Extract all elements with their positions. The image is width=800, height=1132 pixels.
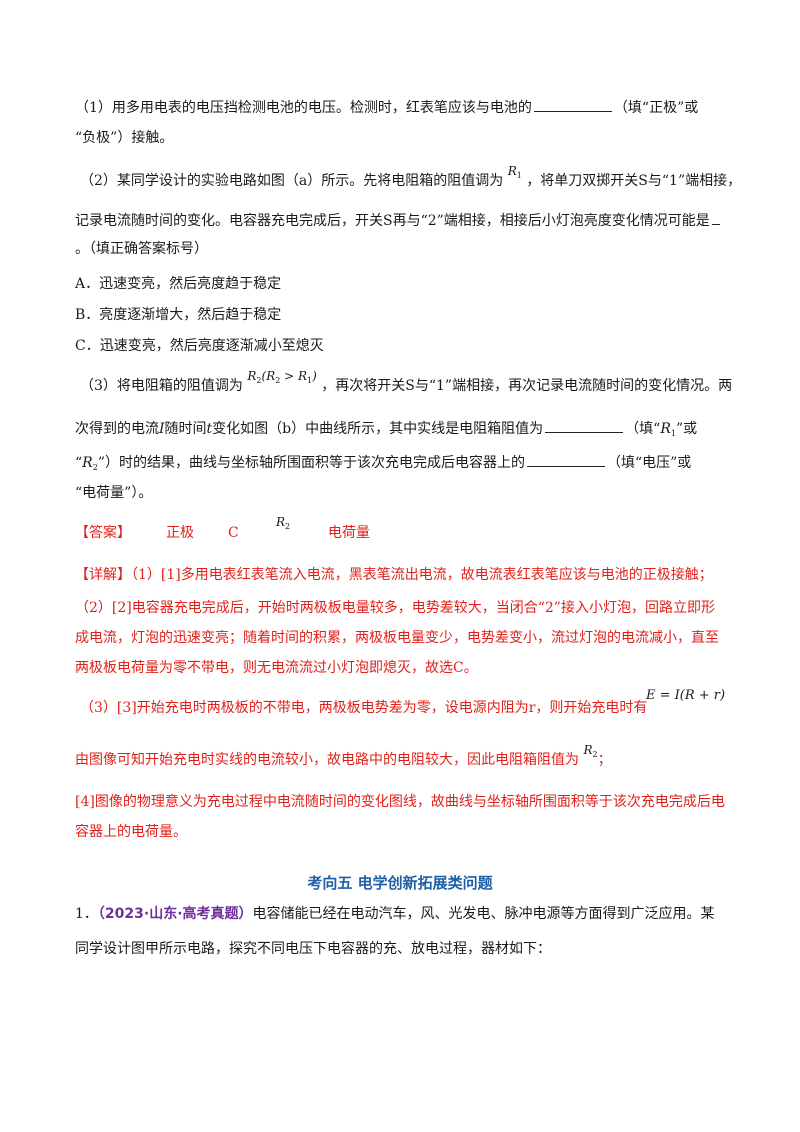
answer-blank[interactable] <box>526 452 605 467</box>
detail-line6: 由图像可知开始充电时实线的电流较小，故电路中的电阻较大，因此电阻箱阻值为 R2； <box>75 743 612 768</box>
next-question-line2: 同学设计图甲所示电路，探究不同电压下电容器的充、放电过程，器材如下： <box>75 941 551 957</box>
answer-3-formula: R2 <box>276 515 291 531</box>
next-question-line1: 1．（2023·山东·高考真题）电容储能已经在电动汽车，风、光发电、脉冲电源等方… <box>75 906 715 922</box>
q3-line3: “R2”）时的结果，曲线与坐标轴所围面积等于该次充电完成后电容器上的（填“电压”… <box>75 452 691 478</box>
answer-1: 正极 <box>166 525 194 541</box>
source-tag: （2023·山东·高考真题） <box>97 906 253 922</box>
detail-line7: [4]图像的物理意义为充电过程中电流随时间的变化图线，故曲线与坐标轴所围面积等于… <box>75 794 725 810</box>
answer-blank[interactable] <box>545 418 624 433</box>
q2-line1: （2）某同学设计的实验电路如图（a）所示。先将电阻箱的阻值调为 R1 ，将单刀双… <box>80 164 742 189</box>
detail-line3: 成电流，灯泡的迅速变亮；随着时间的积累，两极板电量变少，电势差变小，流过灯泡的电… <box>75 630 719 646</box>
formula-emf: E = I(R + r) <box>646 688 726 703</box>
detail-line2: （2）[2]电容器充电完成后，开始时两极板电量较多，电势差较大，当闭合“2”接入… <box>75 600 715 616</box>
answer-blank[interactable] <box>711 210 720 225</box>
q3-line1: （3）将电阻箱的阻值调为 R2(R2 > R1) ，再次将开关S与“1”端相接，… <box>80 369 733 394</box>
q2-line3: 。（填正确答案标号） <box>75 241 208 257</box>
answer-label: 【答案】 <box>75 525 131 541</box>
answer-2: C <box>228 525 239 541</box>
section-heading: 考向五 电学创新拓展类问题 <box>307 874 493 892</box>
detail-line1: 【详解】（1）[1]多用电表红表笔流入电流，黑表笔流出电流，故电流表红表笔应该与… <box>75 567 713 583</box>
q3-line2: 次得到的电流I随时间t变化如图（b）中曲线所示，其中实线是电阻箱阻值为（填“R1… <box>75 418 697 444</box>
detail-line5: （3）[3]开始充电时两极板的不带电，两极板电势差为零，设电源内阻为r，则开始充… <box>80 700 648 716</box>
option-c: C．迅速变亮，然后亮度逐渐减小至熄灭 <box>75 338 324 354</box>
option-a: A．迅速变亮，然后亮度趋于稳定 <box>75 276 282 292</box>
detail-line4: 两极板电荷量为零不带电，则无电流流过小灯泡即熄灭，故选C。 <box>75 660 478 676</box>
q1-line2: “负极”）接触。 <box>75 130 174 146</box>
formula-r1: R1 <box>507 164 522 180</box>
detail-line8: 容器上的电荷量。 <box>75 824 187 840</box>
q1-line1: （1）用多用电表的电压挡检测电池的电压。检测时，红表笔应该与电池的（填“正极”或 <box>75 97 698 118</box>
option-b: B．亮度逐渐增大，然后趋于稳定 <box>75 307 282 323</box>
answer-blank[interactable] <box>533 97 612 112</box>
formula-r2: R2 <box>583 743 598 759</box>
q2-line2: 记录电流随时间的变化。电容器充电完成后，开关S再与“2”端相接，相接后小灯泡亮度… <box>75 210 722 231</box>
formula-r2-condition: R2(R2 > R1) <box>247 369 317 385</box>
q3-line4: “电荷量”）。 <box>75 485 153 501</box>
answer-4: 电荷量 <box>328 525 370 541</box>
